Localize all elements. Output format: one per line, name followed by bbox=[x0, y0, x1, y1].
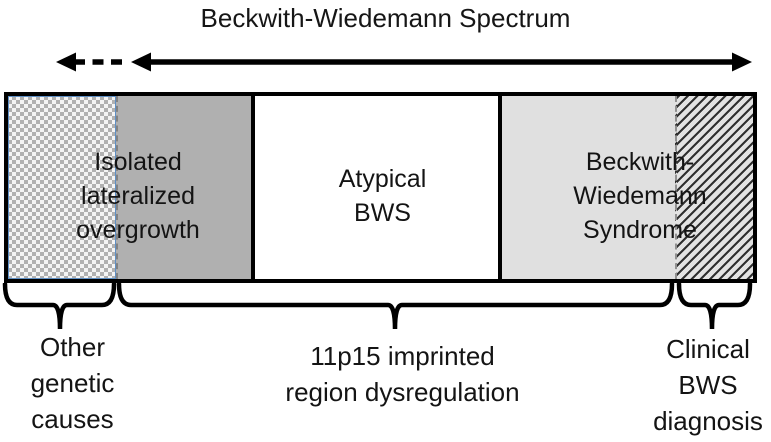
segment-clinical-bws-diagnosis bbox=[675, 96, 753, 279]
spectrum-bar bbox=[4, 92, 757, 283]
spectrum-range-arrows bbox=[56, 52, 752, 72]
segment-isolated-lateralized-overgrowth bbox=[116, 96, 251, 279]
brace-other-genetic-causes bbox=[2, 283, 117, 330]
brace-11p15-region bbox=[116, 283, 675, 330]
segment-beckwith-wiedemann-syndrome bbox=[502, 96, 675, 279]
dashed-left-arrow-icon bbox=[56, 52, 129, 72]
label-clinical-bws-diagnosis: Clinical BWS diagnosis bbox=[653, 334, 763, 436]
brace-clinical-bws-diagnosis bbox=[676, 283, 753, 330]
solid-double-arrow-icon bbox=[131, 52, 752, 72]
segment-divider bbox=[498, 96, 502, 279]
segment-atypical-bws bbox=[255, 96, 498, 279]
label-other-genetic-causes: Other genetic causes bbox=[30, 332, 115, 434]
diagram-title: Beckwith-Wiedemann Spectrum bbox=[200, 3, 571, 33]
segment-other-genetic-causes bbox=[8, 96, 116, 279]
label-11p15-imprinted-region-dysregulation: 11p15 imprinted region dysregulation bbox=[285, 341, 520, 407]
underbraces bbox=[2, 283, 753, 330]
segment-divider bbox=[251, 96, 255, 279]
